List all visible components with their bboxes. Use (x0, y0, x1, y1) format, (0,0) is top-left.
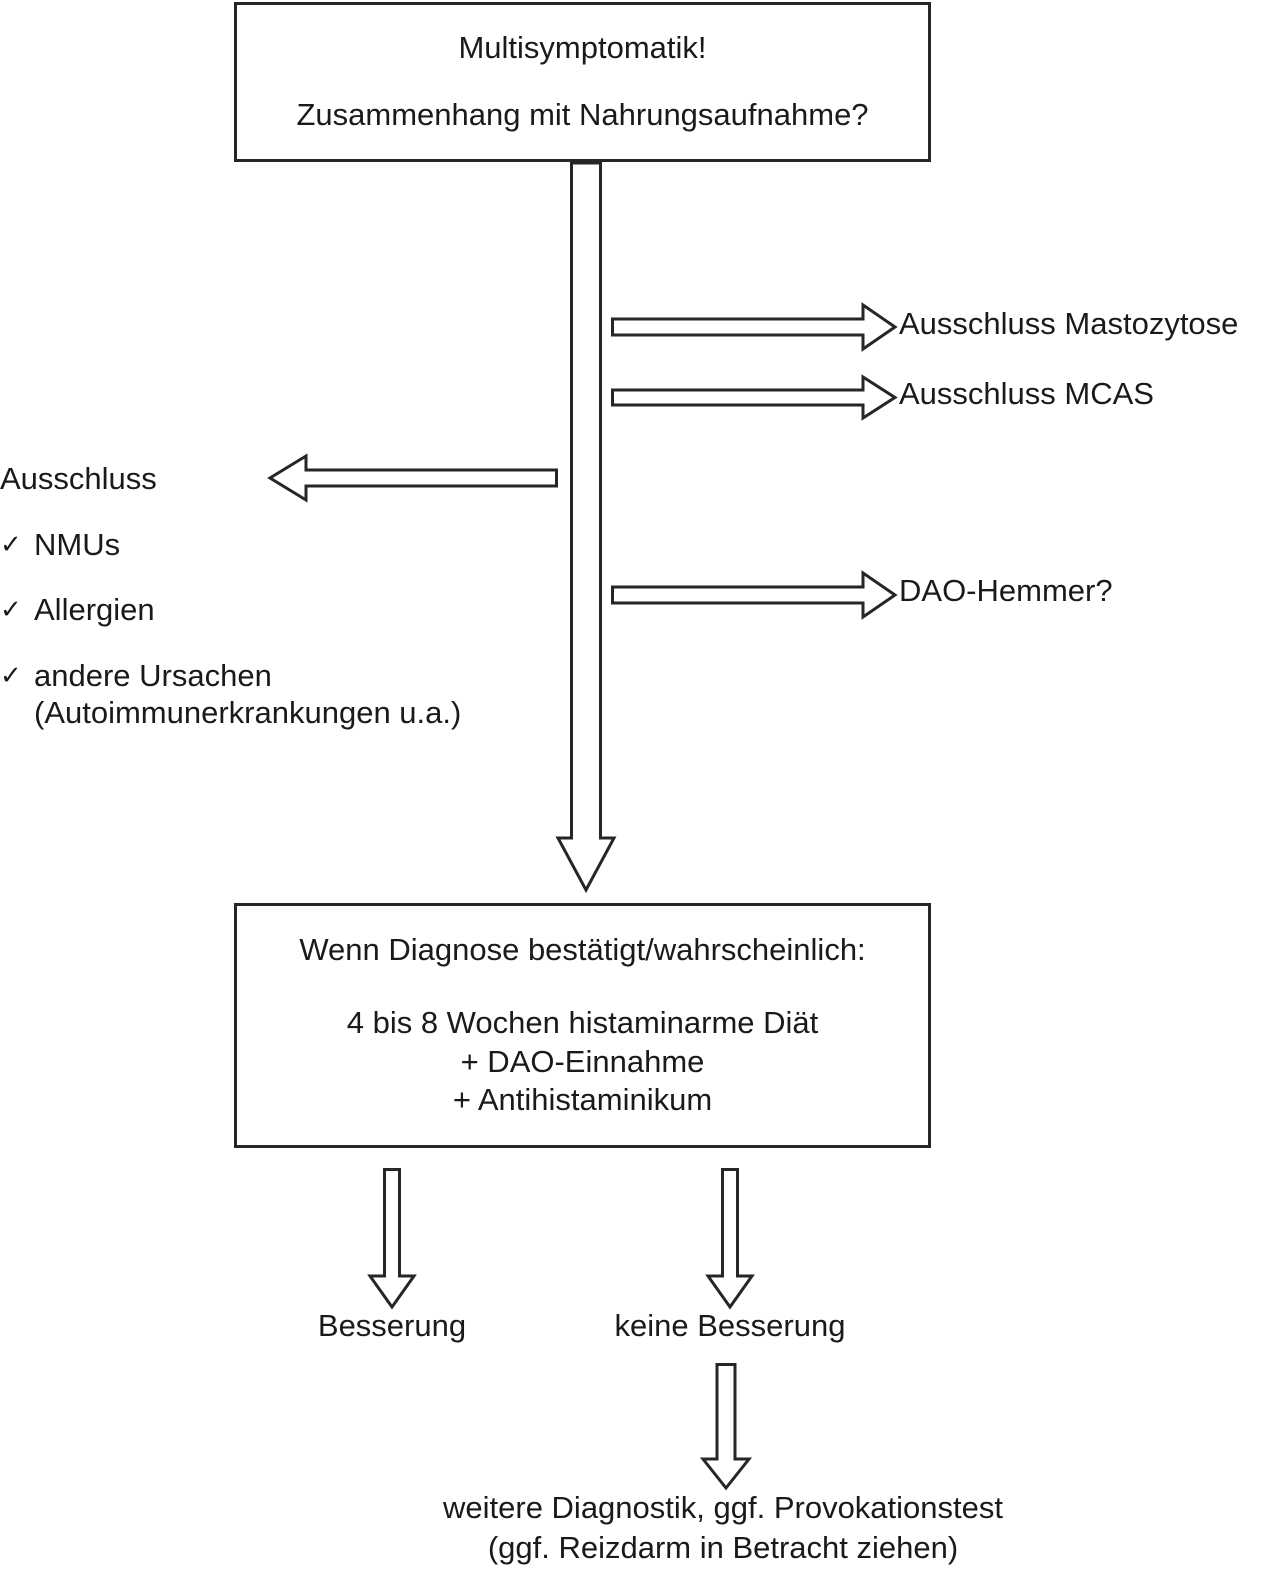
final-outcome-line-1: weitere Diagnostik, ggf. Provokationstes… (443, 1490, 1003, 1525)
title-box-line-2: Zusammenhang mit Nahrungsaufnahme? (296, 97, 869, 132)
outcome-label-besserung: Besserung (317, 1308, 467, 1343)
treatment-box-heading: Wenn Diagnose bestätigt/wahrscheinlich: (299, 932, 866, 967)
treatment-box-line-3: + Antihistaminikum (452, 1082, 713, 1118)
title-box: Multisymptomatik! Zusammenhang mit Nahru… (234, 2, 931, 162)
branch-label-mastozytose: Ausschluss Mastozytose (899, 306, 1239, 341)
treatment-box: Wenn Diagnose bestätigt/wahrscheinlich: … (234, 903, 931, 1148)
check-icon: ✓ (0, 594, 22, 624)
branch-label-dao-hemmer: DAO-Hemmer? (899, 573, 1113, 608)
outcome-arrow-keine-besserung (704, 1168, 756, 1310)
branch-arrow-mcas (611, 374, 898, 421)
branch-arrow-ausschluss (267, 453, 558, 503)
treatment-box-line-1: 4 bis 8 Wochen histaminarme Diät (346, 1004, 819, 1040)
treatment-box-line-2: + DAO-Einnahme (460, 1043, 705, 1079)
main-trunk-arrow (555, 161, 617, 894)
left-branch-heading: Ausschluss (0, 461, 157, 496)
left-branch-item-label: NMUs (34, 527, 121, 562)
final-outcome-line-2: (ggf. Reizdarm in Betracht ziehen) (487, 1530, 959, 1565)
branch-arrow-mastozytose (611, 302, 898, 352)
left-branch-item-nmus: ✓ NMUs (0, 527, 120, 564)
left-branch-item-label: andere Ursachen (Autoimmunerkrankungen u… (34, 658, 462, 730)
outcome-label-keine-besserung: keine Besserung (614, 1308, 846, 1343)
check-icon: ✓ (0, 660, 22, 690)
branch-label-mcas: Ausschluss MCAS (899, 376, 1154, 411)
left-branch-item-allergien: ✓ Allergien (0, 592, 155, 629)
title-box-line-1: Multisymptomatik! (458, 30, 707, 66)
final-outcome-arrow (699, 1363, 753, 1491)
outcome-arrow-besserung (366, 1168, 418, 1310)
left-branch-item-label: Allergien (34, 592, 155, 627)
branch-arrow-dao-hemmer (611, 570, 898, 620)
check-icon: ✓ (0, 529, 22, 559)
left-branch-item-andere-ursachen: ✓ andere Ursachen (Autoimmunerkrankungen… (0, 658, 461, 731)
